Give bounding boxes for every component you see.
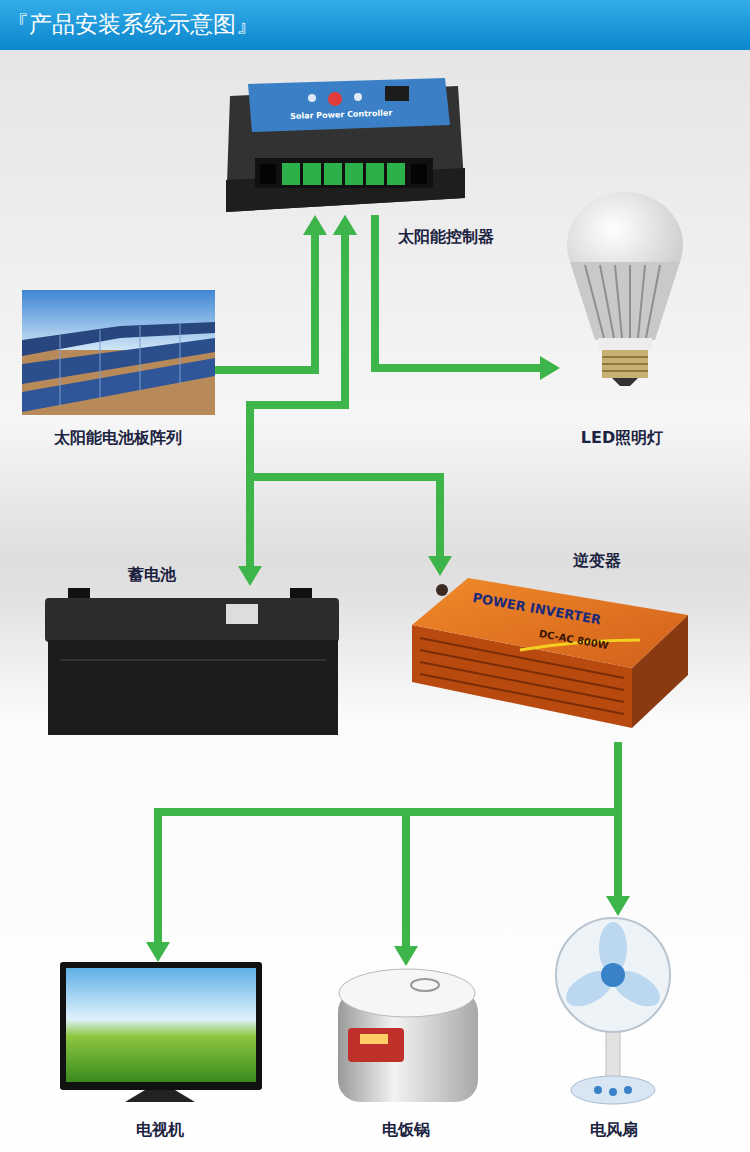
screw-base (602, 350, 648, 378)
flow-arrow (614, 742, 622, 896)
tv-stand (125, 1090, 195, 1102)
device-label: 电饭锅 (382, 1120, 430, 1139)
device-label: 逆变器 (573, 551, 621, 570)
device-label: 蓄电池 (128, 565, 176, 584)
led-lamp-box: LED照明灯 (560, 190, 690, 387)
device-label: LED照明灯 (581, 428, 663, 447)
fan-pole (606, 1030, 620, 1082)
terminal-end (260, 164, 276, 184)
contact (612, 378, 638, 386)
terminal (387, 163, 405, 185)
tv-box: 电视机 (60, 962, 262, 1104)
battery-sticker (226, 604, 258, 624)
cooker-lid (339, 969, 475, 1017)
device-label: 太阳能电池板阵列 (54, 428, 182, 447)
device-label: 电视机 (136, 1120, 184, 1139)
inverter-box: 逆变器 (410, 576, 690, 730)
tv-frame (60, 962, 262, 1090)
cooker-display (360, 1034, 388, 1044)
neck (598, 338, 652, 350)
tv-screen (66, 968, 256, 1082)
battery-body (48, 640, 338, 735)
indicator (354, 93, 362, 101)
terminal-strip (255, 158, 433, 188)
battery-ridge (60, 659, 326, 661)
terminal (303, 163, 321, 185)
panel-row (22, 358, 215, 412)
terminal (324, 163, 342, 185)
controller-box: 太阳能控制器 (222, 78, 465, 215)
terminal (282, 163, 300, 185)
cable-stub (436, 584, 448, 596)
threads (602, 357, 648, 371)
flow-arrow (406, 742, 618, 946)
terminal (345, 163, 363, 185)
indicator (308, 94, 316, 102)
cooker-knob (411, 979, 439, 991)
fins (585, 265, 660, 338)
power-button (328, 92, 342, 106)
fan-button (594, 1086, 602, 1094)
flow-arrow (250, 235, 440, 556)
flow-arrow (215, 235, 315, 370)
fan-grille (556, 918, 670, 1032)
flow-arrow (158, 742, 618, 942)
solar-panel-box: 太阳能电池板阵列 (22, 290, 215, 415)
terminal-end (411, 164, 427, 184)
inverter-top (412, 578, 688, 668)
fan-box: 电风扇 (540, 916, 686, 1106)
fan-button (624, 1086, 632, 1094)
battery-box: 蓄电池 (42, 586, 340, 735)
fan-button (609, 1088, 617, 1096)
panel-grid (60, 323, 180, 406)
flow-arrow (375, 215, 540, 368)
control-panel (348, 1028, 404, 1062)
page-title: 『产品安装系统示意图』 (6, 10, 259, 38)
fan-base (571, 1076, 655, 1104)
device-label: 太阳能控制器 (398, 227, 494, 246)
battery-lid (45, 598, 339, 642)
flow-arrow (250, 235, 345, 566)
controller-panel (248, 78, 450, 132)
fan-hub (601, 963, 625, 987)
rice-cooker-box: 电饭锅 (335, 966, 480, 1106)
display (385, 86, 409, 101)
device-label: 电风扇 (590, 1120, 638, 1139)
heat-sink (570, 262, 680, 340)
terminal (366, 163, 384, 185)
